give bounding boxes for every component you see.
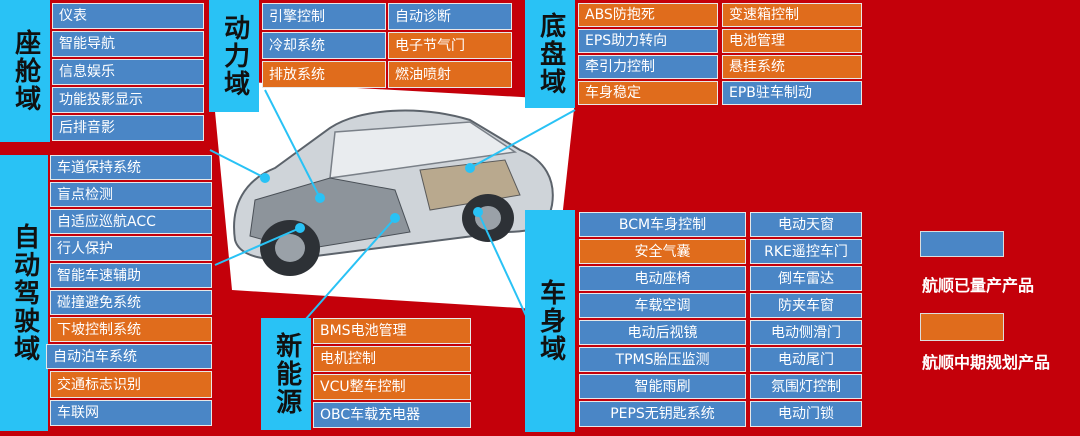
body-item: 倒车雷达 [750,266,862,291]
legend-label-planned: 航顺中期规划产品 [922,353,1051,372]
domain-adas: 自动驾驶域 [0,155,48,431]
new-energy-item: OBC车载充电器 [313,402,471,428]
domain-powertrain: 动力域 [209,0,259,112]
adas-item: 智能车速辅助 [50,263,212,288]
powertrain-item: 自动诊断 [388,3,512,30]
powertrain-item: 引擎控制 [262,3,386,30]
body-item: 车载空调 [579,293,746,318]
cockpit-item: 功能投影显示 [52,87,204,113]
body-item: RKE遥控车门 [750,239,862,264]
chassis-item: 车身稳定 [578,81,718,105]
domain-body: 车身域 [525,210,575,432]
legend-swatch-mass [920,231,1004,257]
cockpit-item: 仪表 [52,3,204,29]
cockpit-item: 智能导航 [52,31,204,57]
cockpit-item: 信息娱乐 [52,59,204,85]
legend-swatch-planned [920,313,1004,341]
adas-item: 自适应巡航ACC [50,209,212,234]
chassis-item: EPS助力转向 [578,29,718,53]
chassis-item: ABS防抱死 [578,3,718,27]
domain-new-energy: 新能源 [261,318,311,430]
body-item: 防夹车窗 [750,293,862,318]
new-energy-item: BMS电池管理 [313,318,471,344]
new-energy-item: VCU整车控制 [313,374,471,400]
body-item: 电动尾门 [750,347,862,372]
body-item: 电动门锁 [750,401,862,427]
adas-item: 碰撞避免系统 [50,290,212,315]
body-item: 智能雨刷 [579,374,746,399]
body-item: PEPS无钥匙系统 [579,401,746,427]
adas-item: 盲点检测 [50,182,212,207]
domain-chassis: 底盘域 [525,0,575,108]
adas-item: 下坡控制系统 [50,317,212,342]
body-item: BCM车身控制 [579,212,746,237]
adas-item: 交通标志识别 [50,371,212,398]
body-item: 电动后视镜 [579,320,746,345]
chassis-item: EPB驻车制动 [722,81,862,105]
body-item: TPMS胎压监测 [579,347,746,372]
adas-item: 车联网 [50,400,212,426]
adas-item: 自动泊车系统 [46,344,212,369]
cockpit-item: 后排音影 [52,115,204,141]
body-item: 电动侧滑门 [750,320,862,345]
adas-item: 车道保持系统 [50,155,212,180]
new-energy-item: 电机控制 [313,346,471,372]
powertrain-item: 冷却系统 [262,32,386,59]
adas-item: 行人保护 [50,236,212,261]
chassis-item: 悬挂系统 [722,55,862,79]
powertrain-item: 电子节气门 [388,32,512,59]
body-item: 氛围灯控制 [750,374,862,399]
chassis-item: 电池管理 [722,29,862,53]
powertrain-item: 燃油喷射 [388,61,512,88]
body-item: 安全气囊 [579,239,746,264]
chassis-item: 变速箱控制 [722,3,862,27]
powertrain-item: 排放系统 [262,61,386,88]
domain-cockpit: 座舱域 [0,0,50,142]
body-item: 电动天窗 [750,212,862,237]
body-item: 电动座椅 [579,266,746,291]
chassis-item: 牵引力控制 [578,55,718,79]
legend-label-mass: 航顺已量产产品 [922,276,1035,295]
